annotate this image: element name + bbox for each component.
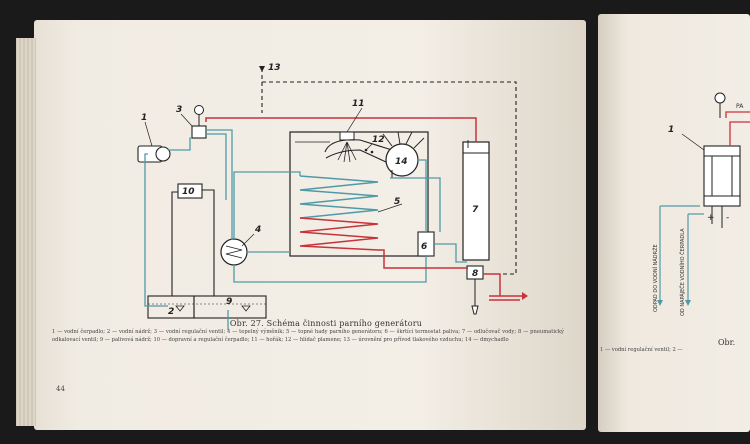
- right-valve-body: [703, 145, 741, 207]
- figure-caption-legend: 1 — vodní čerpadlo; 2 — vodní nádrž; 3 —…: [52, 329, 564, 343]
- right-plus-sign: +: [707, 213, 715, 223]
- callout-2: 2: [168, 307, 174, 317]
- regulating-valve: [191, 125, 207, 139]
- right-callout-1: 1: [668, 125, 674, 135]
- drain-outlet-icon: [471, 305, 479, 315]
- fuel-level-icon: [241, 305, 251, 312]
- callout-10: 10: [182, 187, 195, 197]
- right-vertical-label-drain: ODPAD DO VODNÍ NÁDRŽE: [653, 244, 659, 312]
- callout-13: 13: [268, 63, 281, 73]
- callout-9: 9: [226, 297, 232, 307]
- book-page-edges: [16, 38, 36, 426]
- right-page-diagram: 1 PA + -: [657, 92, 750, 306]
- callout-5: 5: [394, 197, 400, 207]
- callout-3: 3: [176, 105, 182, 115]
- air-supply-dashed-line: [261, 68, 517, 275]
- right-top-label: PA: [736, 103, 744, 110]
- right-pressure-gauge-icon: [714, 92, 726, 104]
- right-vertical-label-feed: OD NAPÁJEČE VODNÍHO ČERPADLA: [680, 228, 686, 316]
- steam-outlet-arrow-icon: [522, 292, 528, 300]
- callout-14: 14: [395, 157, 408, 167]
- callout-7: 7: [472, 205, 479, 215]
- pressure-gauge-icon: [194, 105, 204, 115]
- page-number: 44: [56, 385, 65, 393]
- dosing-pump: [177, 183, 203, 199]
- right-caption-title: Obr.: [718, 338, 736, 347]
- arrow-13-icon: [259, 66, 265, 72]
- callout-11: 11: [352, 99, 365, 109]
- generator-vessel: [289, 131, 429, 257]
- callout-6: 6: [421, 242, 427, 252]
- blower-duct: [324, 139, 393, 153]
- steam-pipes: [205, 117, 524, 301]
- burner: [339, 131, 355, 141]
- right-minus-sign: -: [726, 213, 729, 223]
- fuel-tank: [193, 295, 267, 319]
- figure-caption-title: Obr. 27. Schéma činnosti parního generát…: [229, 319, 423, 328]
- water-separator: [462, 141, 490, 261]
- heating-coil-steam: [299, 217, 379, 251]
- fuel-pipes: [171, 189, 215, 296]
- callout-8: 8: [472, 269, 478, 279]
- callout-12: 12: [372, 135, 385, 145]
- water-pipes: [144, 129, 467, 330]
- burner-flame-rays: [337, 141, 357, 163]
- callout-1: 1: [141, 113, 147, 123]
- air-inlet-arrows-icon: [382, 131, 425, 149]
- water-level-icon: [175, 305, 185, 312]
- callout-4: 4: [254, 225, 261, 235]
- heating-coil-water: [299, 175, 379, 219]
- right-caption-body: 1 — vodní regulační ventil; 2 —: [600, 347, 683, 353]
